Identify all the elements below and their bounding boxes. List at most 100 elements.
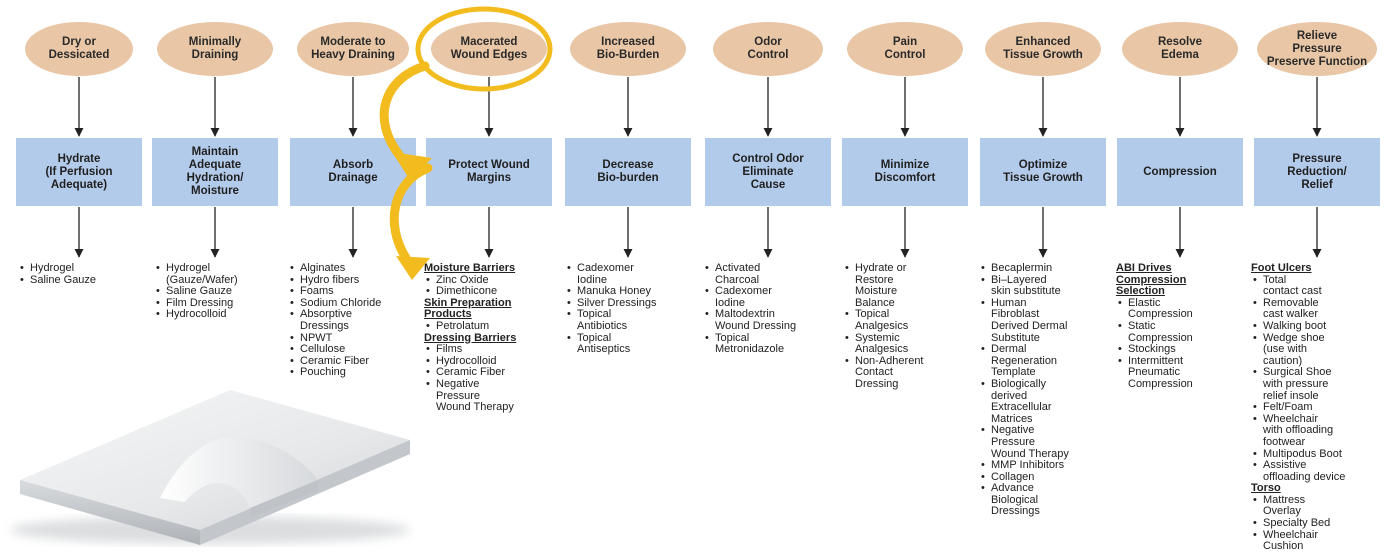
product-list-pressure: Foot UlcersTotal contact castRemovable c… bbox=[1251, 262, 1345, 553]
list-item: Foams bbox=[290, 286, 381, 298]
goal-label: Optimize Tissue Growth bbox=[1003, 159, 1083, 184]
list-item: Ceramic Fiber bbox=[426, 367, 516, 379]
list-heading: Skin Preparation Products bbox=[424, 296, 512, 321]
list-item: Human Fibroblast Derived Dermal Substitu… bbox=[981, 297, 1069, 344]
foam-dressing-image bbox=[10, 390, 410, 545]
list-item: Static Compression bbox=[1118, 320, 1193, 344]
goal-box-odor: Control Odor Eliminate Cause bbox=[705, 138, 831, 206]
list-item: Hydrocolloid bbox=[426, 355, 516, 368]
list-item: Activated Charcoal bbox=[705, 262, 796, 286]
list-item: Negative Pressure Wound Therapy bbox=[981, 425, 1069, 460]
goal-label: Decrease Bio-burden bbox=[597, 159, 659, 184]
list-item: Manuka Honey bbox=[567, 286, 656, 298]
list-item: Wheelchair Cushion bbox=[1253, 529, 1345, 553]
product-list-heavy: AlginatesHydro fibersFoamsSodium Chlorid… bbox=[290, 262, 381, 379]
list-item: Dermal Regeneration Template bbox=[981, 343, 1069, 379]
product-list-edema: ABI Drives Compression SelectionElastic … bbox=[1116, 262, 1193, 391]
list-item: Stockings bbox=[1118, 344, 1193, 356]
problem-label: Relieve Pressure Preserve Function bbox=[1266, 29, 1368, 68]
problem-oval-edema: Resolve Edema bbox=[1122, 22, 1238, 76]
problem-label: Minimally Draining bbox=[188, 36, 242, 61]
product-list-macerated: Moisture BarriersZinc OxideDimethiconeSk… bbox=[424, 262, 517, 414]
list-item: Film Dressing bbox=[156, 297, 238, 310]
list-item: Intermittent Pneumatic Compression bbox=[1118, 355, 1193, 391]
problem-oval-macerated: Macerated Wound Edges bbox=[431, 22, 547, 76]
problem-oval-minimal: Minimally Draining bbox=[157, 22, 273, 76]
goal-box-pain: Minimize Discomfort bbox=[842, 138, 968, 206]
goal-box-bioburden: Decrease Bio-burden bbox=[565, 138, 691, 206]
list-item: Cadexomer Iodine bbox=[705, 285, 796, 309]
connector-arrows bbox=[74, 77, 1322, 258]
list-item: Collagen bbox=[981, 471, 1069, 484]
goal-box-minimal: Maintain Adequate Hydration/ Moisture bbox=[152, 138, 278, 206]
problem-label: Pain Control bbox=[884, 36, 926, 61]
goal-box-dry: Hydrate (If Perfusion Adequate) bbox=[16, 138, 142, 206]
list-item: Hydrogel bbox=[20, 262, 96, 275]
list-item: Saline Gauze bbox=[156, 286, 238, 298]
product-list-growth: BecaplerminBi–Layered skin substituteHum… bbox=[981, 262, 1069, 518]
list-item: Topical Metronidazole bbox=[705, 332, 796, 356]
product-list-odor: Activated CharcoalCadexomer IodineMaltod… bbox=[705, 262, 796, 356]
goal-box-pressure: Pressure Reduction/ Relief bbox=[1254, 138, 1380, 206]
goal-label: Minimize Discomfort bbox=[874, 159, 936, 184]
list-item: Negative Pressure Wound Therapy bbox=[426, 378, 516, 414]
list-item: Assistive offloading device bbox=[1253, 459, 1345, 483]
goal-box-edema: Compression bbox=[1117, 138, 1243, 206]
goal-label: Maintain Adequate Hydration/ Moisture bbox=[186, 146, 244, 197]
problem-label: Enhanced Tissue Growth bbox=[1003, 36, 1083, 61]
problem-oval-odor: Odor Control bbox=[713, 22, 823, 76]
list-item: Topical Analgesics bbox=[845, 309, 924, 332]
problem-oval-growth: Enhanced Tissue Growth bbox=[985, 22, 1101, 76]
list-item: NPWT bbox=[290, 332, 381, 345]
list-item: Dimethicone bbox=[426, 286, 516, 298]
list-item: Walking boot bbox=[1253, 320, 1345, 333]
list-item: Saline Gauze bbox=[20, 274, 96, 287]
highlight-arrowhead-list bbox=[396, 256, 430, 280]
product-list-dry: HydrogelSaline Gauze bbox=[20, 262, 96, 287]
problem-oval-heavy: Moderate to Heavy Draining bbox=[297, 22, 409, 76]
list-item: Sodium Chloride bbox=[290, 297, 381, 310]
problem-oval-pain: Pain Control bbox=[847, 22, 963, 76]
list-item: Surgical Shoe with pressure relief insol… bbox=[1253, 367, 1345, 402]
list-item: Wedge shoe (use with caution) bbox=[1253, 332, 1345, 368]
problem-label: Odor Control bbox=[747, 36, 789, 61]
list-item: Becaplermin bbox=[981, 262, 1069, 275]
goal-label: Pressure Reduction/ Relief bbox=[1287, 152, 1347, 191]
list-heading: Dressing Barriers bbox=[424, 331, 517, 344]
list-item: Biologically derived Extracellular Matri… bbox=[981, 378, 1069, 425]
problem-oval-pressure: Relieve Pressure Preserve Function bbox=[1257, 22, 1377, 76]
list-item: Cellulose bbox=[290, 344, 381, 356]
list-item: Maltodextrin Wound Dressing bbox=[705, 309, 796, 332]
list-item: Cadexomer Iodine bbox=[567, 262, 656, 286]
goal-label: Absorb Drainage bbox=[328, 159, 378, 184]
list-item: Elastic Compression bbox=[1118, 297, 1193, 321]
list-item: Specialty Bed bbox=[1253, 517, 1345, 530]
goal-box-macerated: Protect Wound Margins bbox=[426, 138, 552, 206]
problem-oval-bioburden: Increased Bio-Burden bbox=[570, 22, 686, 76]
goal-box-growth: Optimize Tissue Growth bbox=[980, 138, 1106, 206]
highlight-ring bbox=[415, 6, 553, 92]
problem-label: Moderate to Heavy Draining bbox=[311, 36, 395, 61]
problem-label: Increased Bio-Burden bbox=[596, 36, 660, 61]
list-item: Hydro fibers bbox=[290, 274, 381, 287]
list-heading: ABI Drives Compression Selection bbox=[1116, 262, 1187, 298]
product-list-pain: Hydrate or Restore Moisture BalanceTopic… bbox=[845, 262, 924, 391]
goal-label: Control Odor Eliminate Cause bbox=[732, 152, 804, 191]
list-item: Films bbox=[426, 344, 516, 356]
list-item: Non-Adherent Contact Dressing bbox=[845, 355, 924, 391]
list-item: Wheelchair with offloading footwear bbox=[1253, 413, 1345, 449]
list-item: Alginates bbox=[290, 262, 381, 275]
list-item: Topical Antibiotics bbox=[567, 309, 656, 332]
list-heading: Foot Ulcers bbox=[1251, 262, 1312, 274]
problem-label: Macerated Wound Edges bbox=[450, 36, 528, 61]
highlight-arrow-to-list bbox=[389, 163, 433, 263]
goal-label: Compression bbox=[1143, 165, 1217, 178]
list-item: Advance Biological Dressings bbox=[981, 483, 1069, 518]
product-list-minimal: Hydrogel (Gauze/Wafer)Saline GauzeFilm D… bbox=[156, 262, 238, 321]
list-item: Ceramic Fiber bbox=[290, 355, 381, 368]
list-item: Bi–Layered skin substitute bbox=[981, 274, 1069, 298]
list-item: Topical Antiseptics bbox=[567, 332, 656, 356]
list-item: Total contact cast bbox=[1253, 274, 1345, 298]
list-item: Hydrocolloid bbox=[156, 309, 238, 321]
list-item: Petrolatum bbox=[426, 320, 516, 333]
